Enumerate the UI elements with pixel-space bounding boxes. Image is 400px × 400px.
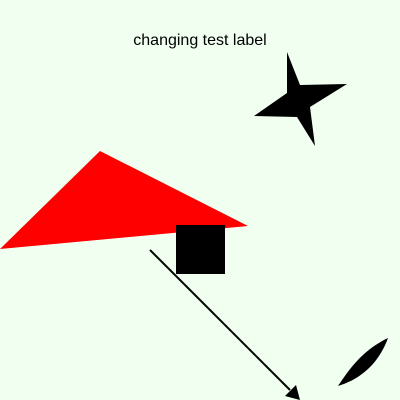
test-label: changing test label	[133, 32, 267, 49]
four-point-star[interactable]	[254, 52, 347, 146]
diagonal-arrow-head	[285, 385, 300, 400]
black-square[interactable]	[176, 225, 225, 274]
red-triangle[interactable]	[0, 151, 248, 249]
leaf-shape[interactable]	[338, 338, 388, 386]
diagonal-arrow-shaft[interactable]	[149, 249, 291, 391]
